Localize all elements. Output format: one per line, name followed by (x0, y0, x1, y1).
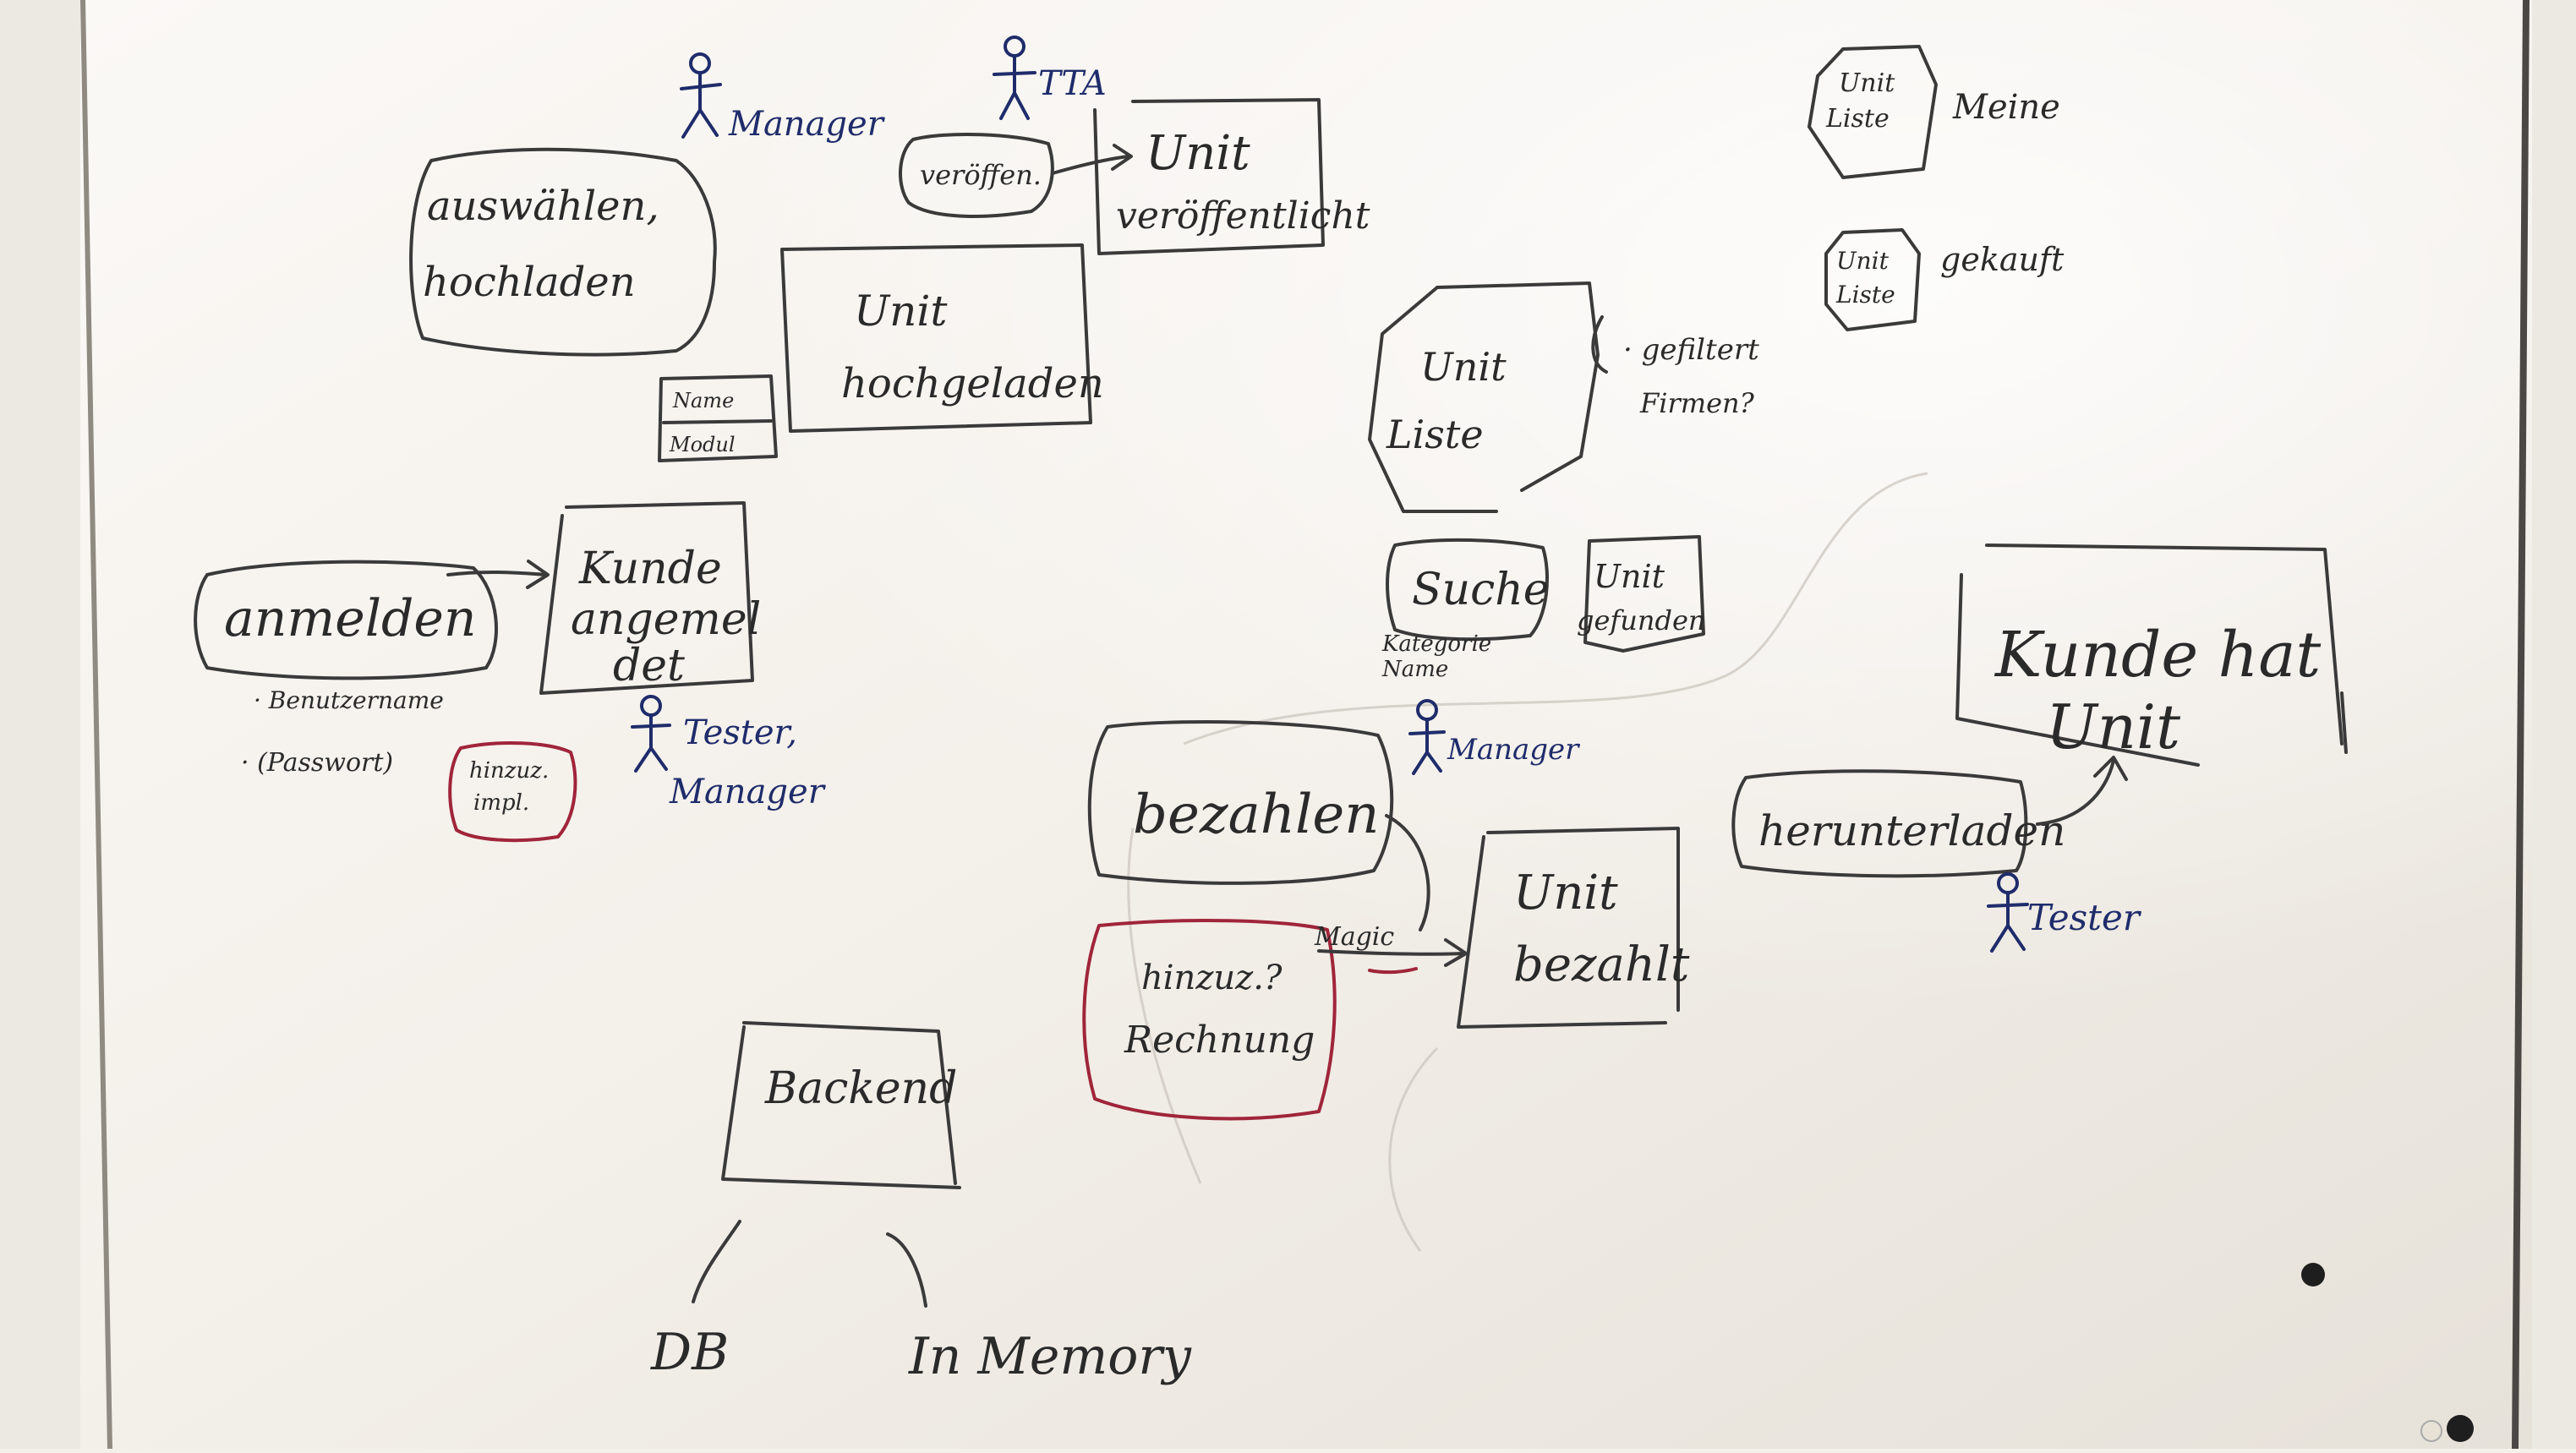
box-unit-hochgeladen: Unit hochgeladen (780, 243, 1104, 433)
cloud-veroeffentlichen: veröffen. (899, 133, 1133, 218)
cloud-suche: Suche (1386, 538, 1550, 642)
actor-manager-mid: Manager (1408, 699, 1580, 775)
note-text: gekauft (1940, 241, 2065, 278)
box-text: gefunden (1577, 604, 1706, 636)
octagon-unit-liste: Unit Liste (1368, 281, 1600, 513)
cloud-text: herunterladen (1758, 806, 2065, 855)
board-frame-right (2512, 0, 2530, 1450)
box-text: Unit (1836, 247, 1890, 275)
box-text: angemel (571, 594, 761, 645)
magnet (2447, 1415, 2474, 1442)
note-text: Name (1381, 657, 1448, 682)
cloud-text: Rechnung (1124, 1019, 1315, 1062)
cloud-bezahlen: bezahlen (1087, 720, 1394, 885)
cloud-text: veröffen. (920, 159, 1042, 191)
octagon-gekauft-unit-liste: Unit Liste (1824, 228, 1921, 331)
box-text: Unit (1146, 126, 1250, 181)
box-text: Kunde (578, 544, 722, 594)
box-text: Unit (1513, 866, 1618, 920)
actor-tester-manager: Tester, Manager (631, 695, 827, 811)
arrow-label: Magic (1314, 922, 1394, 952)
cloud-text: bezahlen (1133, 784, 1380, 846)
actor-label: Manager (669, 773, 827, 811)
cloud-herunterladen: herunterladen (1731, 756, 2128, 878)
actor-label: Tester (2027, 897, 2142, 938)
box-text: Unit (854, 287, 948, 336)
box-kunde-hat-unit: Kunde hat Unit (1955, 544, 2348, 767)
cloud-anmelden: anmelden (194, 560, 550, 680)
magnet (2301, 1263, 2325, 1286)
box-text: Unit (1594, 558, 1665, 595)
actor-label: Manager (1447, 733, 1580, 767)
box-text: veröffentlicht (1116, 194, 1370, 238)
cloud-text: hochladen (423, 259, 636, 306)
box-text: Name (672, 389, 734, 412)
arrow (1051, 144, 1133, 175)
box-text: Backend (764, 1063, 957, 1114)
actor-label: Manager (728, 105, 886, 144)
box-kunde-angemeldet: Kunde angemel det (539, 501, 761, 695)
cloud-text: Suche (1412, 565, 1550, 615)
cloud-text: anmelden (224, 589, 477, 648)
tree-edge (692, 1220, 741, 1303)
red-cloud-rechnung: hinzuz.? Rechnung (1082, 918, 1337, 1121)
note-text: Kategorie (1381, 631, 1491, 657)
box-text: Modul (669, 433, 736, 456)
box-text: Unit (1420, 344, 1507, 390)
board-frame-left (80, 0, 112, 1450)
small-box-name-modul: Name Modul (658, 374, 778, 462)
box-unit-gefunden: Unit gefunden (1577, 535, 1706, 653)
leaf-text: In Memory (908, 1327, 1192, 1386)
red-cloud-login: hinzuz. impl. (448, 740, 577, 843)
actor-tta: TTA (993, 36, 1107, 120)
arrow-magic: Magic (1314, 814, 1468, 975)
bullet-text: · Benutzername (254, 686, 444, 714)
cloud-auswaehlen: auswählen, hochladen (409, 147, 717, 357)
cloud-text: auswählen, (427, 183, 659, 230)
box-text: Unit (2046, 691, 2181, 762)
leaf-text: DB (650, 1323, 729, 1382)
bullet-text: · (Passwort) (241, 748, 393, 778)
note-text: · gefiltert (1623, 333, 1759, 367)
box-text: Kunde hat (1994, 619, 2321, 691)
actor-label: Tester, (683, 713, 797, 752)
cloud-text: hinzuz.? (1141, 959, 1283, 997)
box-text: Unit (1839, 68, 1895, 98)
arrow (2036, 756, 2128, 826)
actor-label: TTA (1038, 64, 1107, 103)
octagon-meine-unit-liste: Unit Liste (1808, 45, 1938, 179)
box-text: Liste (1835, 281, 1895, 309)
note-text: Firmen? (1639, 387, 1755, 419)
box-unit-veroeffentlicht: Unit veröffentlicht (1093, 98, 1370, 255)
magnet (2420, 1420, 2442, 1442)
note-text: Meine (1952, 88, 2060, 127)
cloud-text: impl. (473, 790, 529, 816)
tree-edge (886, 1232, 927, 1308)
actor-tester-right: Tester (1987, 872, 2142, 953)
actor-manager-top: Manager (680, 52, 886, 144)
box-text: hochgeladen (841, 360, 1104, 407)
box-backend: Backend (721, 1021, 961, 1189)
box-text: Liste (1825, 104, 1890, 134)
arrow (446, 560, 550, 589)
box-text: det (613, 641, 685, 691)
box-text: Liste (1386, 412, 1484, 457)
cloud-text: hinzuz. (469, 758, 549, 784)
box-unit-bezahlt: Unit bezahlt (1457, 827, 1690, 1029)
box-text: bezahlt (1513, 937, 1690, 992)
